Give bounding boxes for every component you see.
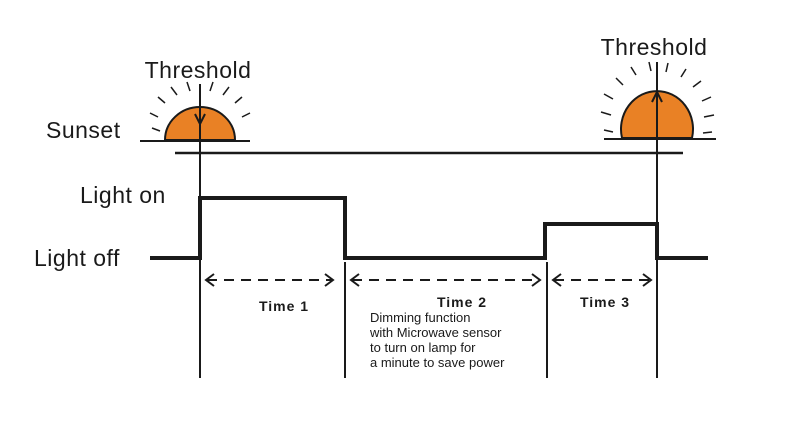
sun-rays-right <box>600 61 715 134</box>
time1-label: Time 1 <box>259 298 309 314</box>
time1-duration-arrow <box>204 273 335 287</box>
time2-duration-arrow <box>349 273 542 287</box>
time3-duration-arrow <box>551 273 653 287</box>
time3-label: Time 3 <box>580 294 630 310</box>
dimming-note-line-4: a minute to save power <box>370 355 505 370</box>
dimming-note: Dimming function with Microwave sensor t… <box>369 310 505 370</box>
duration-arrows <box>204 273 653 287</box>
dimming-note-line-1: Dimming function <box>370 310 470 325</box>
threshold-label-left: Threshold <box>145 57 252 83</box>
threshold-down-arrow-icon <box>194 113 206 127</box>
sunset-sun-icon <box>140 81 251 142</box>
threshold-up-arrow-icon <box>651 89 663 103</box>
light-off-label: Light off <box>34 245 120 271</box>
time2-label: Time 2 <box>437 294 487 310</box>
light-signal-waveform <box>150 196 708 260</box>
dimming-note-line-3: to turn on lamp for <box>370 340 476 355</box>
sun-rays-left <box>149 81 251 132</box>
threshold-label-right: Threshold <box>601 34 708 60</box>
dimming-note-line-2: with Microwave sensor <box>369 325 502 340</box>
light-on-label: Light on <box>80 182 166 208</box>
sunset-label: Sunset <box>46 117 121 143</box>
sunrise-sun-icon <box>600 61 716 140</box>
